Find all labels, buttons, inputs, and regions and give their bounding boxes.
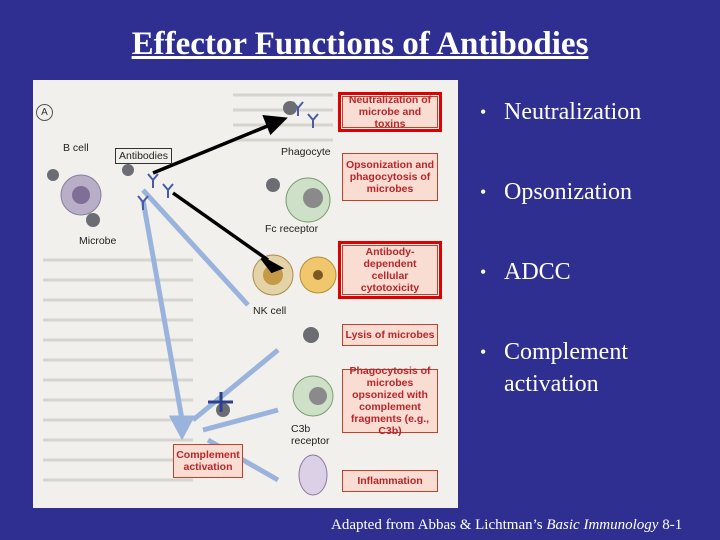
c3b-receptor-label: C3b receptor [291, 423, 330, 447]
bullet-adcc: •ADCC [480, 259, 571, 285]
figure-illustration [43, 93, 337, 496]
pathway-arrows [140, 188, 280, 483]
complement-complex-icon [208, 392, 233, 412]
b-cell-label: B cell [63, 142, 89, 154]
background-text-lines [43, 93, 333, 482]
box-adcc: Antibody-dependent cellular cytotoxicity [338, 241, 442, 299]
phagocyte-label: Phagocyte [281, 146, 331, 158]
nk-cell-label: NK cell [253, 305, 287, 317]
lysed-microbe-icon [303, 327, 319, 343]
black-arrows [152, 114, 288, 274]
bullet-complement: •Complement activation [480, 339, 628, 397]
box-neutralization: Neutralization of microbe and toxins [338, 92, 442, 132]
box-c3b-phagocytosis: Phagocytosis of microbes opsonized with … [342, 365, 438, 437]
antibody-icons [137, 101, 319, 210]
slide-title: Effector Functions of Antibodies [131, 26, 589, 62]
antibodies-label: Antibodies [115, 148, 173, 164]
inflammation-cell-icon [298, 454, 328, 496]
microbe-icon [86, 213, 100, 227]
bullet-opsonization: •Opsonization [480, 179, 632, 205]
microbe-label: Microbe [79, 235, 117, 247]
antibody-effector-figure: A B cell Antibodies Microbe Phagocyte Fc… [33, 80, 458, 508]
box-opsonization: Opsonization and phagocytosis of microbe… [342, 153, 438, 201]
bullet-neutralization: •Neutralization [480, 99, 642, 125]
source-credit: Adapted from Abbas & Lichtman’s Basic Im… [331, 517, 683, 533]
fc-receptor-label: Fc receptor [265, 223, 319, 235]
box-inflammation: Inflammation [342, 470, 438, 492]
bullet-list: •Neutralization •Opsonization •ADCC •Com… [476, 96, 694, 400]
panel-label: A [36, 104, 53, 121]
box-lysis: Lysis of microbes [342, 324, 438, 346]
box-complement-activation: Complement activation [173, 444, 243, 478]
